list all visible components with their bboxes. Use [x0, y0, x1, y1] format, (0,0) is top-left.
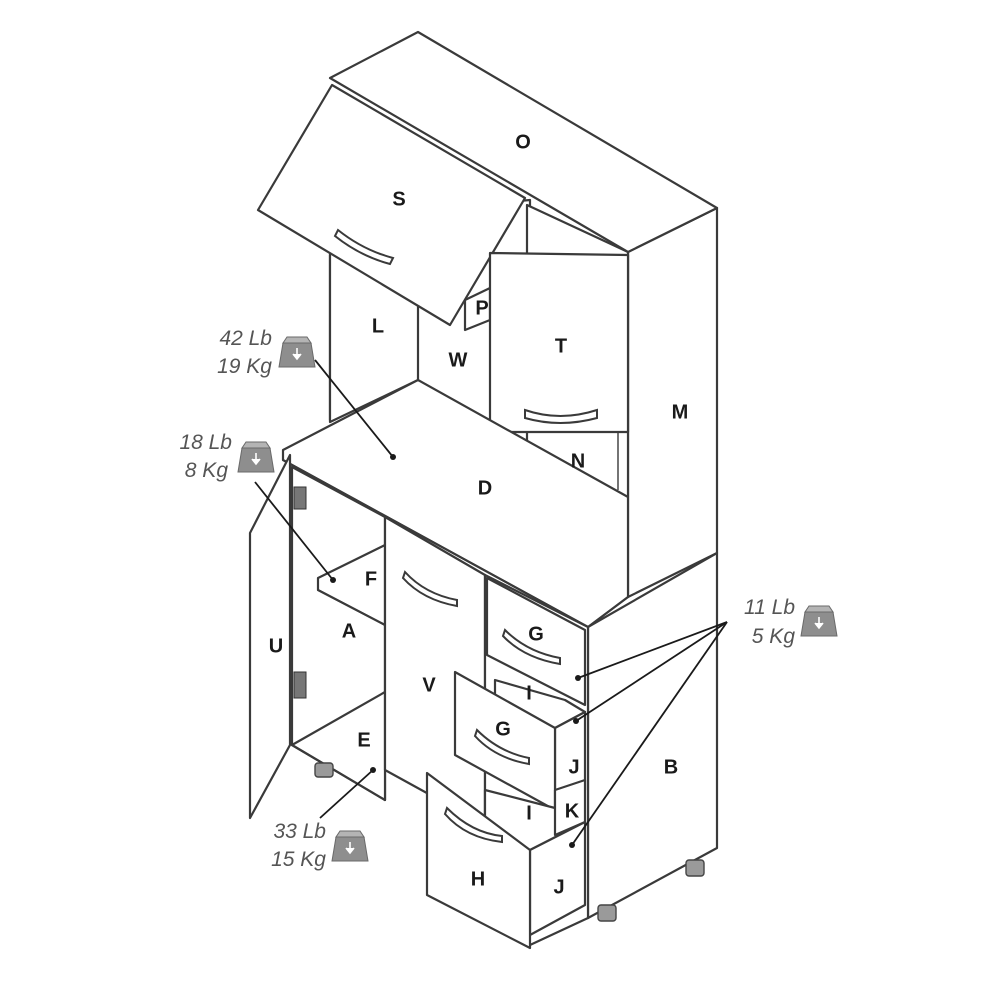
label-n: N	[571, 450, 585, 472]
label-l: L	[372, 315, 384, 337]
label-o: O	[515, 131, 531, 153]
handle-g-mid	[473, 728, 530, 766]
handle-v	[401, 570, 458, 608]
handle-t	[524, 408, 598, 424]
label-u: U	[269, 635, 283, 657]
weight-icon	[331, 830, 369, 862]
weight-kg: 5 Kg	[752, 625, 796, 648]
label-p: P	[475, 297, 488, 319]
leader-drawer-1	[577, 621, 728, 679]
label-t: T	[555, 335, 567, 357]
leader-drawer-3	[571, 621, 728, 846]
label-b: B	[664, 756, 678, 778]
weight-lb: 11 Lb	[744, 596, 795, 619]
leader-countertop	[314, 359, 394, 458]
label-i-low: I	[526, 802, 532, 824]
handle-h	[443, 806, 503, 844]
weight-lb: 42 Lb	[219, 327, 272, 350]
weight-callout-drawers: 11 Lb 5 Kg	[744, 596, 838, 648]
door-t	[488, 251, 630, 434]
weight-icon	[278, 336, 316, 368]
weight-kg: 8 Kg	[185, 459, 229, 482]
leader-shelf	[254, 481, 334, 581]
label-g-top: G	[528, 623, 544, 645]
foot-front	[597, 904, 617, 922]
label-h: H	[471, 868, 485, 890]
hinge-top	[293, 486, 307, 510]
label-k: K	[565, 800, 580, 822]
weight-lb: 18 Lb	[179, 431, 232, 454]
label-j-low: J	[553, 876, 564, 898]
drawer-g-top	[485, 576, 587, 707]
weight-icon	[237, 441, 275, 473]
label-d: D	[478, 477, 492, 499]
weight-kg: 19 Kg	[217, 355, 272, 378]
weight-callout-bottom: 33 Lb 15 Kg	[271, 820, 369, 871]
weight-kg: 15 Kg	[271, 848, 326, 871]
label-e: E	[357, 729, 370, 751]
weight-lb: 33 Lb	[273, 820, 326, 843]
weight-callout-countertop: 42 Lb 19 Kg	[217, 327, 316, 378]
door-u	[248, 453, 292, 820]
weight-callout-shelf: 18 Lb 8 Kg	[179, 431, 275, 482]
label-s: S	[392, 188, 405, 210]
weight-icon	[800, 605, 838, 637]
label-w: W	[449, 349, 468, 371]
label-v: V	[422, 674, 436, 696]
handle-g-top	[501, 628, 561, 666]
leader-bottom	[319, 769, 374, 819]
foot-right	[685, 859, 705, 877]
label-m: M	[672, 401, 689, 423]
foot-left	[314, 762, 334, 778]
leader-drawer-2	[575, 621, 728, 722]
handle-s	[333, 228, 395, 266]
hinge-bottom	[293, 671, 307, 699]
label-f: F	[365, 568, 377, 590]
label-a: A	[342, 620, 356, 642]
label-g-mid: G	[495, 718, 511, 740]
label-i-mid: I	[526, 682, 532, 704]
panel-o	[328, 30, 719, 254]
door-s	[256, 83, 527, 327]
label-j-mid: J	[568, 756, 579, 778]
